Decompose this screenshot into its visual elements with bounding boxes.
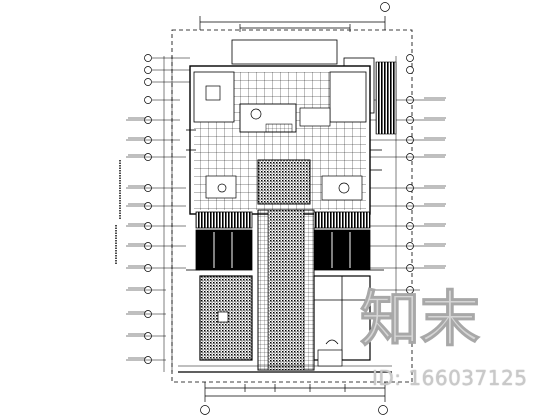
lounge-table-left	[217, 183, 227, 193]
right-core-top	[313, 211, 371, 229]
planter-1	[250, 108, 262, 120]
top-dimension-line	[199, 16, 386, 32]
right-note-marks	[424, 97, 446, 267]
desk-right	[299, 107, 331, 127]
left-note-marks	[115, 117, 146, 359]
grid-bubble-top	[380, 2, 390, 12]
upper-room-right	[329, 71, 367, 123]
top-right-equipment	[375, 61, 397, 135]
grid-bubble-bottom-right	[378, 405, 388, 415]
bottom-dimension-line	[204, 382, 386, 402]
left-core-top	[195, 211, 253, 229]
bottom-entry-step	[317, 349, 343, 367]
grid-bubble-bottom-left	[200, 405, 210, 415]
central-carpet	[257, 159, 311, 205]
right-annotation-leaders	[370, 56, 445, 300]
reception-furniture	[205, 85, 221, 101]
lower-left-fixture	[217, 311, 229, 323]
lounge-table-right	[338, 182, 350, 194]
core-dividers	[213, 232, 351, 268]
reception-counter-pattern	[265, 123, 293, 133]
left-annotation-leaders	[126, 56, 190, 372]
left-core	[195, 229, 253, 271]
right-core	[313, 229, 371, 271]
watermark-id: ID: 166037125	[372, 366, 528, 390]
lower-right-partitions	[314, 276, 370, 360]
left-grid-bubbles	[144, 54, 152, 364]
right-grid-bubbles	[406, 54, 414, 294]
watermark-logo: 知末	[360, 285, 481, 353]
svg-text:知末: 知末	[360, 285, 480, 352]
walkway-carpet	[267, 209, 305, 371]
entrance-canopy	[231, 39, 338, 65]
wall-ticks	[186, 129, 384, 271]
